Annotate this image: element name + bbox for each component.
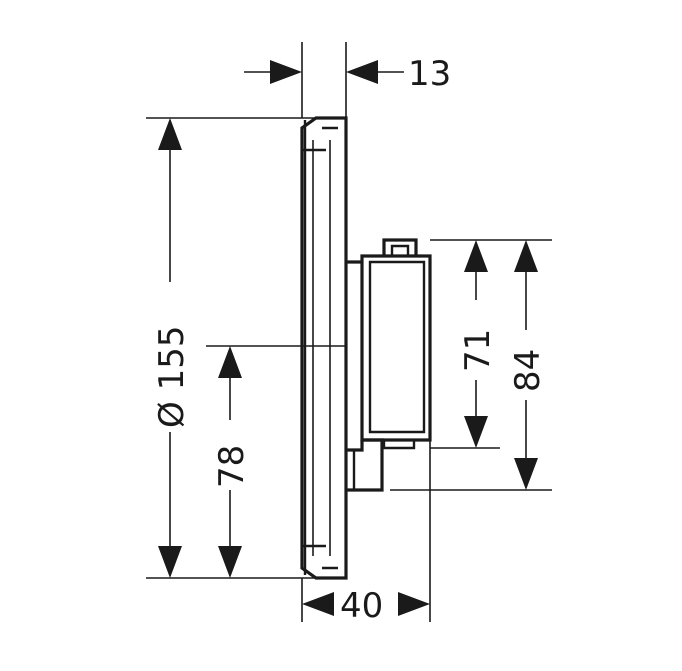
- arrow-down-icon: [218, 546, 242, 578]
- arrow-down-icon: [158, 546, 182, 578]
- arrow-down-icon: [514, 458, 538, 490]
- arrow-left-icon: [346, 60, 378, 84]
- dimension-label-71: 71: [458, 329, 498, 372]
- cover-plate: [300, 116, 348, 580]
- arrow-up-icon: [514, 240, 538, 272]
- dimension-40: 40: [301, 440, 431, 626]
- arrow-down-icon: [464, 416, 488, 448]
- cover-plate-inner-bevel: [322, 126, 338, 570]
- housing-bottom-step: [346, 438, 384, 492]
- dimension-label-84: 84: [508, 349, 548, 392]
- arrow-right-icon: [270, 60, 302, 84]
- dimension-label-78: 78: [212, 445, 252, 488]
- dimension-78: 78: [206, 345, 346, 578]
- dimension-13: 13: [244, 42, 451, 118]
- dimension-84: 84: [390, 240, 552, 491]
- arrow-up-icon: [464, 240, 488, 272]
- housing-body: [346, 254, 432, 442]
- arrow-right-icon: [398, 592, 430, 616]
- arrow-up-icon: [158, 118, 182, 150]
- arrow-up-icon: [218, 346, 242, 378]
- dimension-label-13: 13: [408, 54, 451, 94]
- dimension-71: 71: [430, 239, 552, 449]
- housing-top-cap: [382, 238, 418, 256]
- arrow-left-icon: [302, 592, 334, 616]
- dimension-label-155: Ø 155: [152, 326, 192, 428]
- dimension-155: Ø 155: [146, 117, 316, 579]
- dimension-label-40: 40: [340, 586, 383, 626]
- part-outline: [300, 116, 432, 580]
